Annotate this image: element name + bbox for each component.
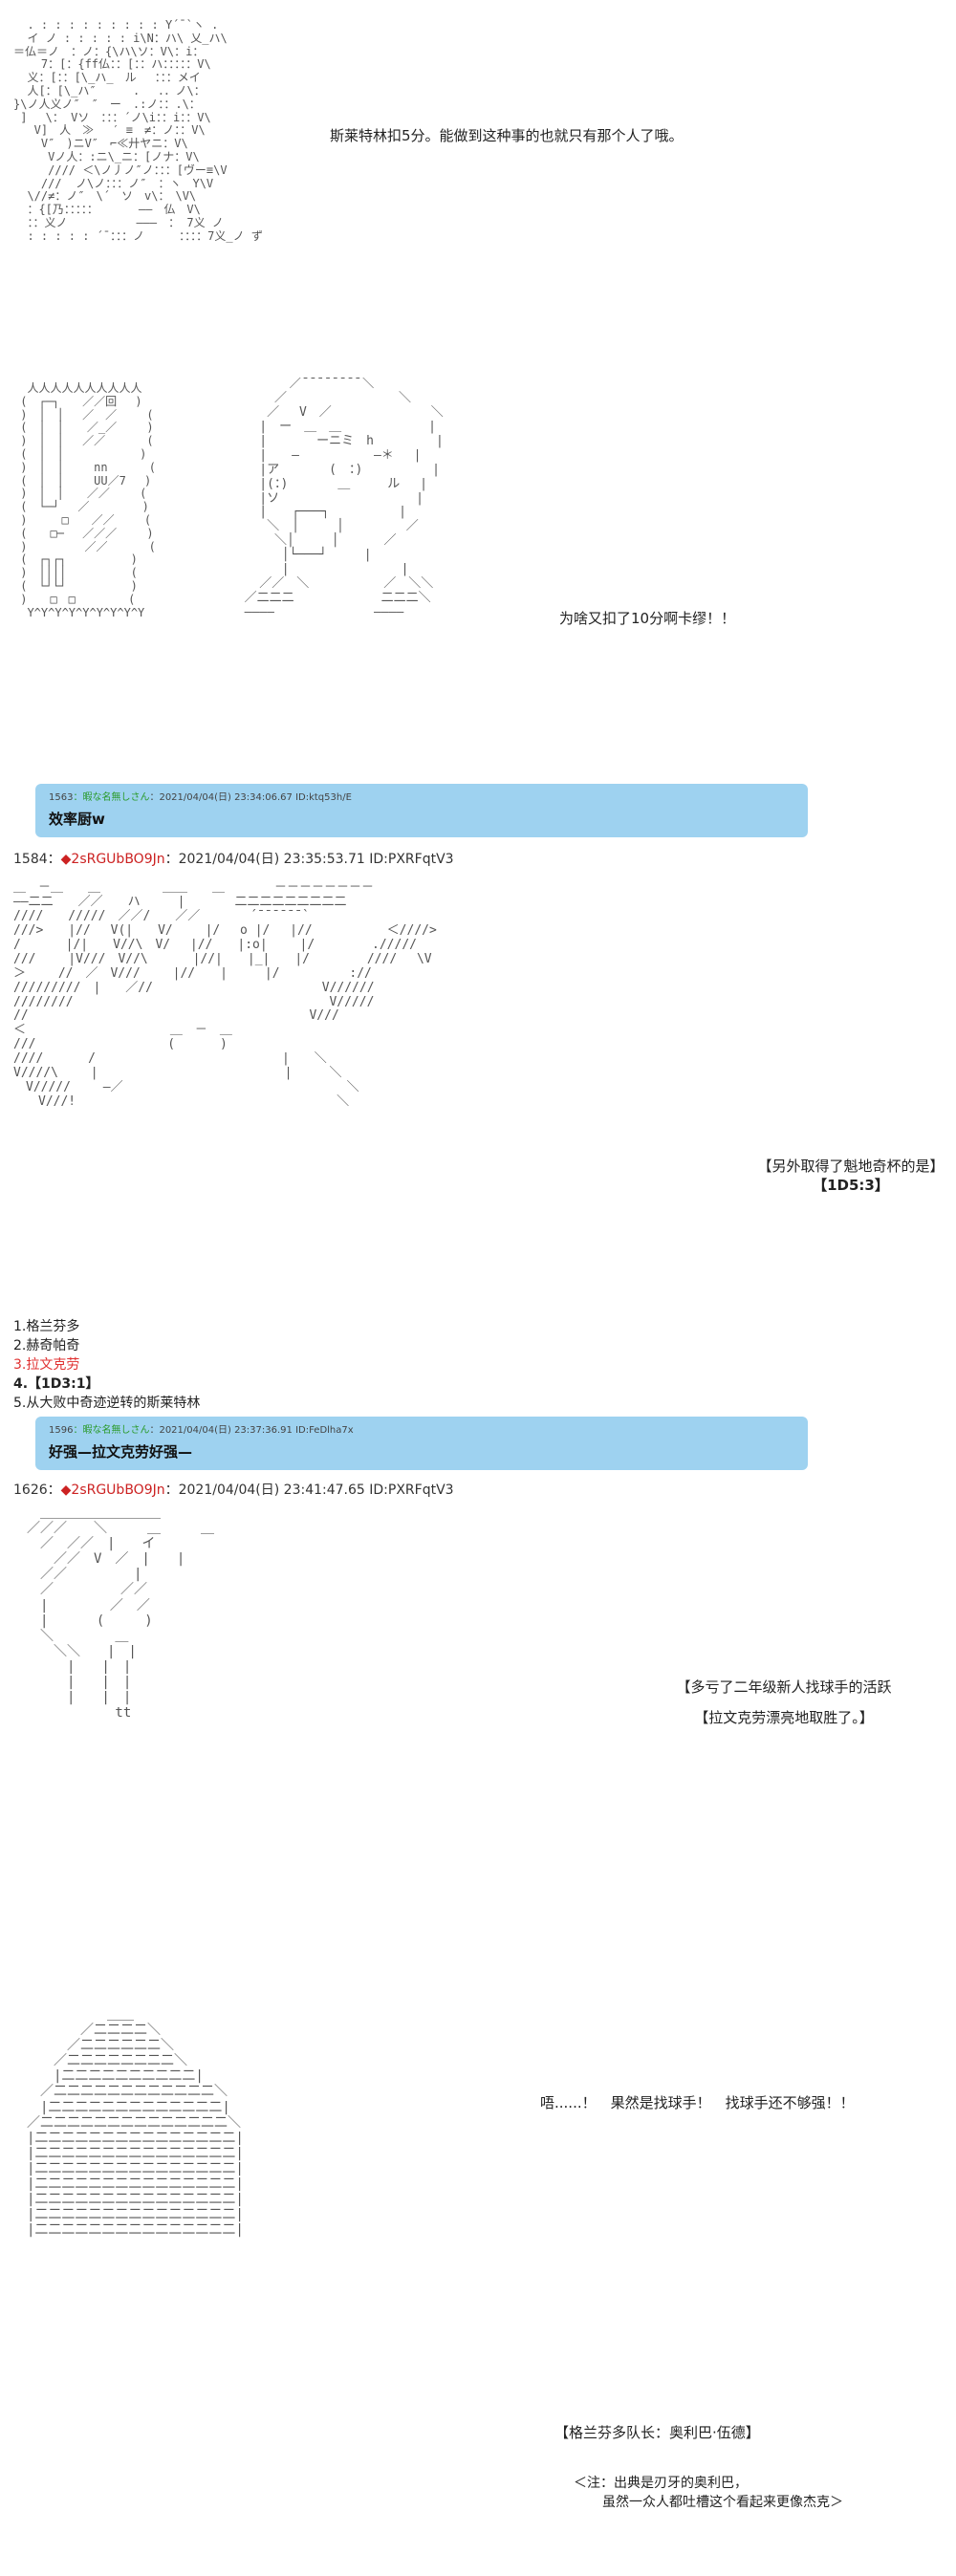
reply-post-1596: 1596：暇な名無しさん：2021/04/04(日) 23:37:36.91 I… bbox=[35, 1417, 808, 1470]
ascii-art-stadium: ＿ －＿ ＿ ＿＿ ＿ －－－－－－－－ ――二二 ／／ ハ | 二二二二二二二… bbox=[13, 881, 437, 1110]
list-item: 3.拉文克劳 bbox=[13, 1357, 80, 1373]
caption-quidditch-cup: 【另外取得了魁地奇杯的是】 【1D5:3】 bbox=[757, 1158, 945, 1194]
ascii-art-character-1: . : : : : : : : : : Y´¯`ヽ . イ ノ : : : : … bbox=[13, 19, 263, 243]
list-item: 4.【1D3:1】 bbox=[13, 1376, 99, 1392]
post-body: 好强—拉文克劳好强— bbox=[49, 1443, 193, 1461]
caption-narration-1: 斯莱特林扣5分。能做到这种事的也就只有那个人了哦。 bbox=[330, 127, 684, 144]
caption-seeker-lament: 唔......！ 果然是找球手！ 找球手还不够强！！ bbox=[540, 2094, 855, 2111]
post-meta: 1563：暇な名無しさん：2021/04/04(日) 23:34:06.67 I… bbox=[49, 792, 352, 803]
post-header-1626: 1626：◆2sRGUbBO9Jn：2021/04/04(日) 23:41:47… bbox=[13, 1483, 454, 1498]
house-list: 1.格兰芬多 2.赫奇帕奇 3.拉文克劳 4.【1D3:1】 5.从大败中奇迹逆… bbox=[13, 1317, 200, 1413]
caption-victory: 【多亏了二年级新人找球手的活跃 【拉文克劳漂亮地取胜了。】 bbox=[676, 1678, 892, 1726]
caption-note: ＜注：出典是刃牙的奥利巴， 虽然一众人都吐槽这个看起来更像杰克＞ bbox=[574, 2476, 843, 2510]
ascii-art-scroll: 人人人人人人人人人人 ( ┌─┐ ／／回 ) ) │ │ ／ ／ ( ( │ │… bbox=[20, 382, 157, 619]
post-header-1584: 1584：◆2sRGUbBO9Jn：2021/04/04(日) 23:35:53… bbox=[13, 852, 454, 867]
reply-post-1563: 1563：暇な名無しさん：2021/04/04(日) 23:34:06.67 I… bbox=[35, 784, 808, 837]
ascii-art-seeker: ＿＿＿＿＿＿＿＿＿ ／／／ ＼ ＿ ＿ ／ ／／ | イ ／／ V ／ | | … bbox=[26, 1505, 214, 1721]
list-item: 5.从大败中奇迹逆转的斯莱特林 bbox=[13, 1396, 201, 1411]
ascii-art-shocked-face: ／¯¯¯¯¯¯¯¯＼ ／ ＼ ／ V ／ ＼ | ー ＿ ＿ | | ーニミ h… bbox=[244, 378, 444, 619]
list-item: 2.赫奇帕奇 bbox=[13, 1338, 80, 1353]
post-body: 效率厨w bbox=[49, 811, 105, 828]
list-item: 1.格兰芬多 bbox=[13, 1319, 80, 1334]
caption-captain-name: 【格兰芬多队长：奥利巴·伍德】 bbox=[554, 2424, 760, 2441]
ascii-art-captain: ＿＿ ／二二二二＼ ／二二二二二二＼ ／二二二二二二二二＼ |二二二二二二二二二… bbox=[26, 2007, 244, 2239]
post-meta: 1596：暇な名無しさん：2021/04/04(日) 23:37:36.91 I… bbox=[49, 1425, 354, 1436]
caption-exclaim-1: 为啥又扣了10分啊卡缪！！ bbox=[559, 610, 736, 627]
